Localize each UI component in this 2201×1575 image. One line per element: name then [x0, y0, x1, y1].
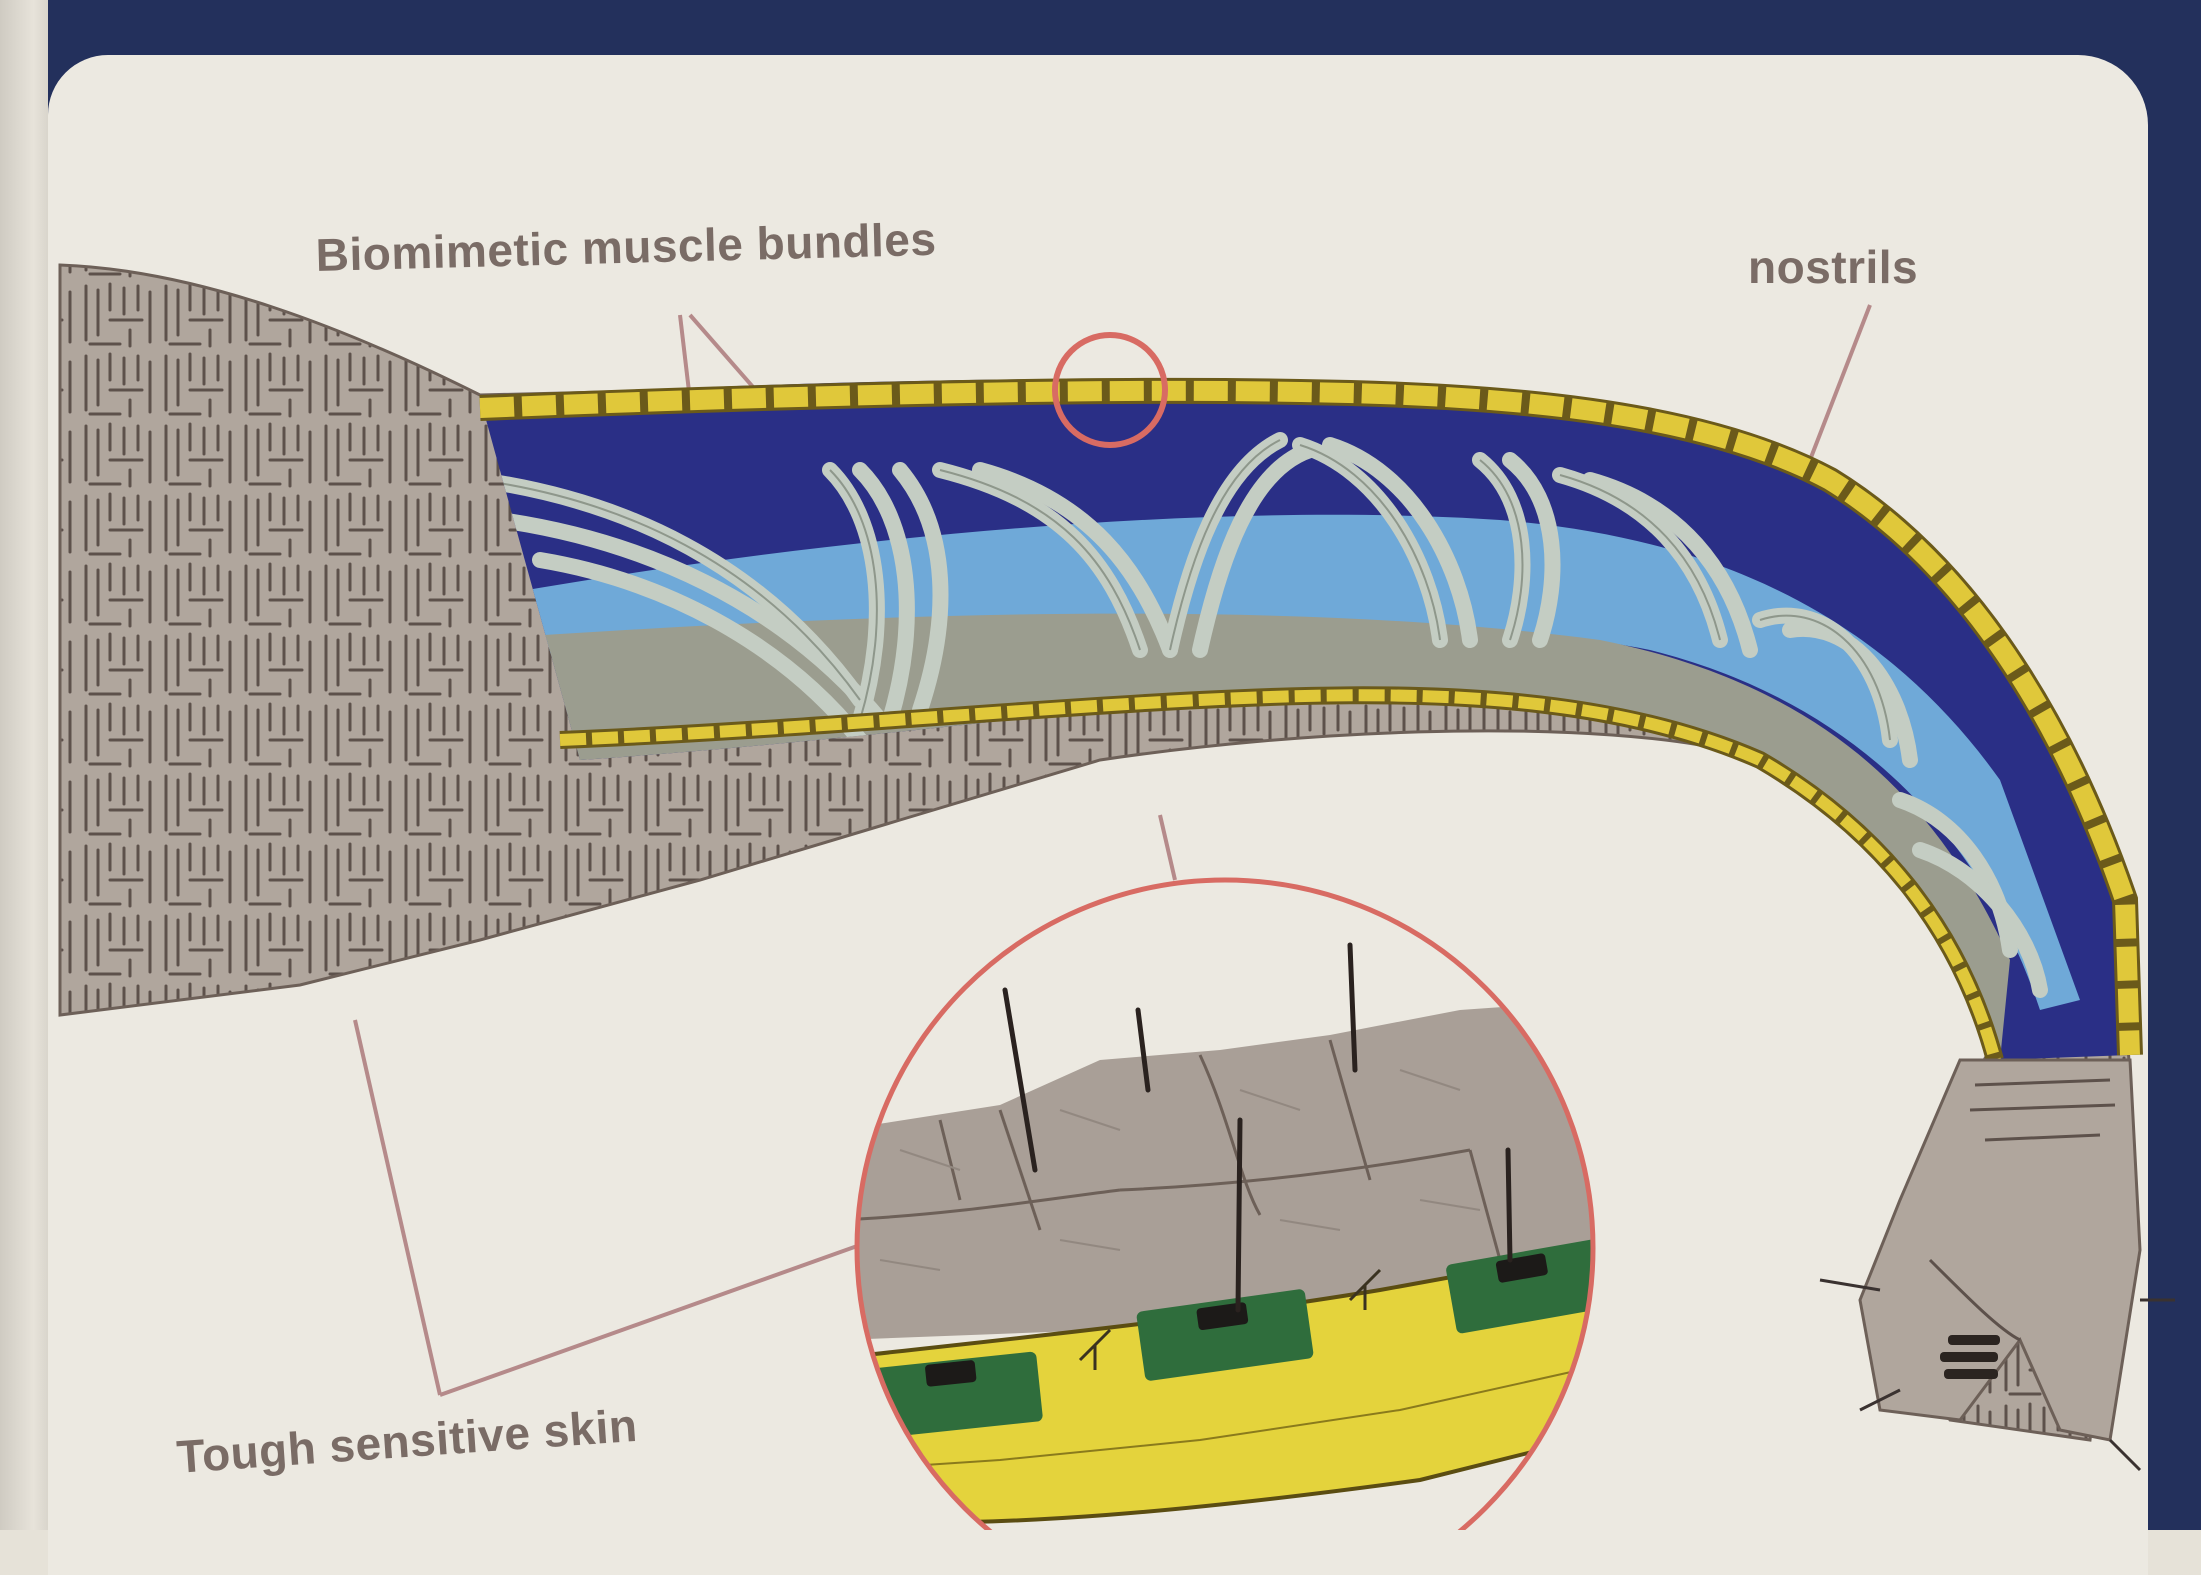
- magnified-skin-detail: [820, 880, 1625, 1530]
- leader-skin-down: [355, 1020, 440, 1395]
- leader-muscle-right: [690, 315, 760, 395]
- leader-skin-across: [440, 1245, 860, 1395]
- leader-nostrils: [1810, 305, 1870, 460]
- tip-sensor-icon: [1940, 1335, 2000, 1379]
- label-nostrils: nostrils: [1748, 240, 1918, 294]
- leader-zoom: [1160, 815, 1175, 880]
